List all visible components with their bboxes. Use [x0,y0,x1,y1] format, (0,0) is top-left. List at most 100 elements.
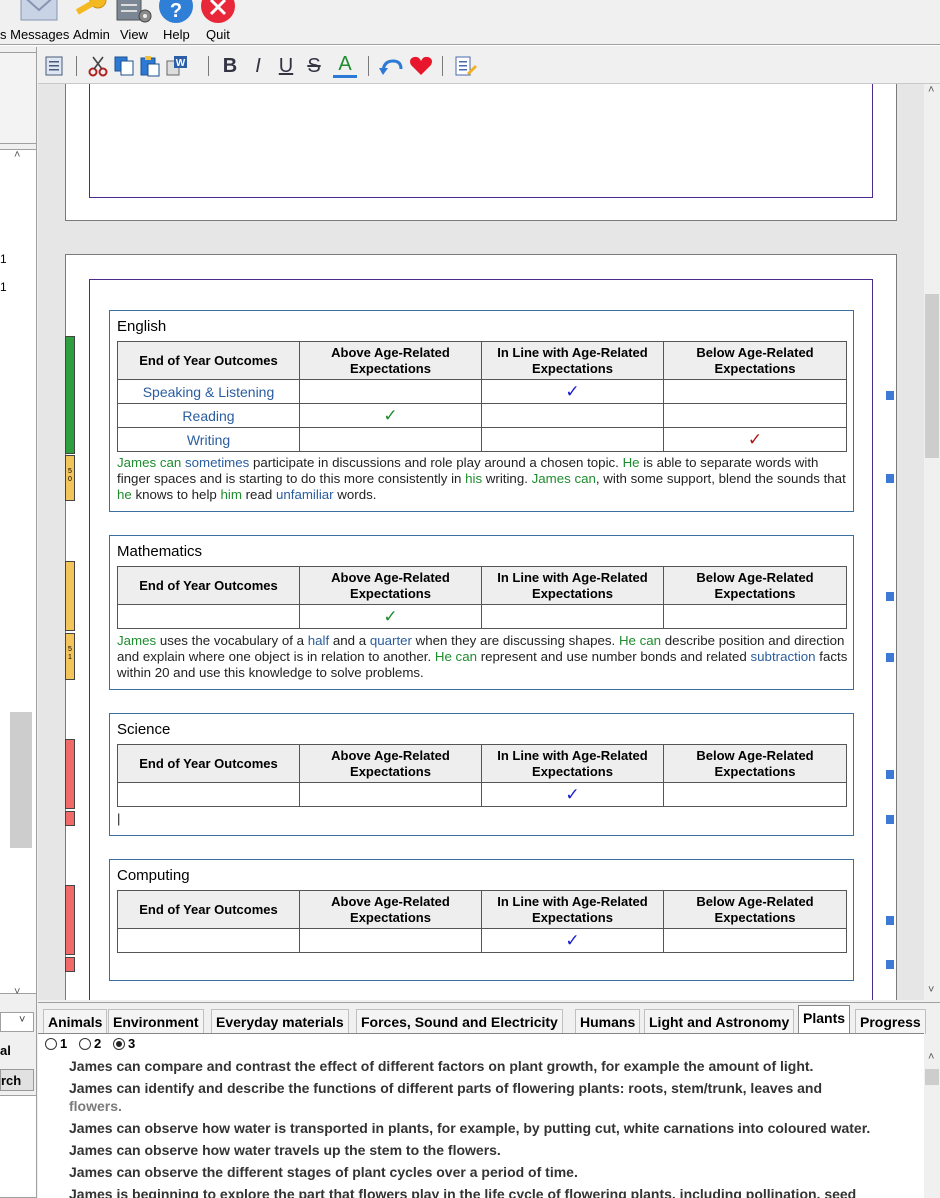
comment-segment: participate in discussions and role play… [249,455,623,470]
outcome-cell[interactable]: ✓ [481,782,664,807]
statement-text: James can observe the different stages o… [69,1164,578,1180]
outcome-cell[interactable] [663,928,847,953]
scroll-thumb[interactable] [925,1069,939,1085]
heart-icon[interactable] [408,54,434,78]
left-search-button[interactable]: rch [0,1069,34,1091]
outcome-cell[interactable]: ✓ [481,928,664,953]
cut-icon[interactable] [86,54,110,78]
outcome-cell[interactable] [481,403,664,428]
left-dropdown[interactable]: ˅ [0,1012,34,1032]
close-icon[interactable] [200,0,236,24]
outcome-cell[interactable] [299,928,482,953]
list-item[interactable]: James is beginning to explore the part t… [69,1185,919,1198]
level-radio-group: 1 2 3 [38,1033,924,1051]
document-area[interactable]: 5 0 5 1 English End of Year Outcomes Abo… [38,84,924,1000]
section-marker[interactable] [65,336,75,454]
left-scroll-thumb[interactable] [10,712,32,848]
scroll-up-icon[interactable]: ˄ [928,84,935,96]
outcome-cell[interactable] [663,379,847,404]
tab-forces-sound-electricity[interactable]: Forces, Sound and Electricity [356,1009,563,1034]
outcome-cell[interactable]: ✓ [299,604,482,629]
header-inline: In Line with Age-Related Expectations [481,566,664,605]
menu-admin[interactable]: Admin [73,27,110,42]
menu-messages[interactable]: s Messages [0,27,70,42]
tab-plants[interactable]: Plants [798,1005,851,1035]
outcome-cell[interactable] [299,427,482,452]
tab-progress[interactable]: Progress [855,1009,926,1034]
list-item[interactable]: James can observe how water is transport… [69,1119,919,1137]
comment-link-icon[interactable] [886,391,894,400]
section-marker[interactable]: 5 0 [65,455,75,501]
marker-label: 5 1 [68,646,72,661]
scroll-thumb[interactable] [925,294,939,458]
italic-icon[interactable]: I [255,54,261,77]
comment-bank-icon[interactable] [452,54,478,78]
tab-environment[interactable]: Environment [108,1009,204,1034]
word-paste-icon[interactable]: W [164,54,190,78]
tab-animals[interactable]: Animals [43,1009,108,1034]
comment-link-icon[interactable] [886,474,894,483]
statement-scrollbar[interactable]: ˄ [924,1051,940,1198]
menu-quit[interactable]: Quit [206,27,230,42]
section-marker[interactable] [65,561,75,631]
section-marker[interactable] [65,957,75,972]
menu-view[interactable]: View [120,27,148,42]
comment-link-icon[interactable] [886,653,894,662]
undo-icon[interactable] [378,54,406,78]
tab-humans[interactable]: Humans [575,1009,641,1034]
comment-link-icon[interactable] [886,815,894,824]
comment-link-icon[interactable] [886,916,894,925]
section-marker[interactable]: 5 1 [65,633,75,680]
section-marker[interactable] [65,885,75,955]
section-title: Mathematics [117,543,203,560]
outcome-cell[interactable] [481,427,664,452]
tab-everyday-materials[interactable]: Everyday materials [211,1009,349,1034]
radio-label: 1 [60,1036,68,1051]
key-icon[interactable] [72,0,108,24]
comment-link-icon[interactable] [886,592,894,601]
envelope-icon[interactable] [20,0,58,24]
copy-icon[interactable] [112,54,136,78]
outcome-cell[interactable] [663,604,847,629]
comment-text[interactable]: James can sometimes participate in discu… [117,455,849,503]
list-item[interactable]: James can compare and contrast the effec… [69,1057,919,1075]
level-radio-1[interactable]: 1 [45,1036,67,1051]
comment-link-icon[interactable] [886,960,894,969]
level-radio-3[interactable]: 3 [113,1036,135,1051]
document-scrollbar[interactable]: ˄ ˅ [924,84,940,1000]
comment-text[interactable]: James uses the vocabulary of a half and … [117,633,849,681]
left-scroll-up-icon[interactable]: ˄ [14,149,21,161]
scroll-up-icon[interactable]: ˄ [928,1051,935,1063]
outcome-cell[interactable]: ✓ [663,427,847,452]
outcome-cell[interactable] [299,379,482,404]
comment-link-icon[interactable] [886,770,894,779]
scroll-down-icon[interactable]: ˅ [928,984,935,996]
outcome-cell[interactable] [299,782,482,807]
underline-icon[interactable]: U [278,54,294,77]
settings-doc-icon[interactable] [114,0,154,24]
table-row: ✓ [117,782,847,807]
outcome-cell[interactable] [663,782,847,807]
help-icon[interactable]: ? [158,0,194,24]
bold-icon[interactable]: B [222,54,238,77]
level-radio-2[interactable]: 2 [79,1036,101,1051]
font-color-icon[interactable]: A [333,53,357,78]
left-scroll-down-icon[interactable]: ˅ [14,986,21,998]
strikethrough-icon[interactable]: S [307,54,321,77]
list-item[interactable]: James can observe how water travels up t… [69,1141,919,1159]
paste-icon[interactable] [138,54,162,78]
comment-text[interactable]: | [117,811,849,827]
outcome-cell[interactable] [663,403,847,428]
marker-label: 5 0 [68,468,72,483]
outcome-cell[interactable]: ✓ [481,379,664,404]
section-marker[interactable] [65,811,75,826]
tab-light-astronomy[interactable]: Light and Astronomy [644,1009,795,1034]
check-icon: ✓ [565,784,580,804]
list-item[interactable]: James can observe the different stages o… [69,1163,919,1181]
section-marker[interactable] [65,739,75,809]
outcome-cell[interactable] [481,604,664,629]
outcome-cell[interactable]: ✓ [299,403,482,428]
notes-icon[interactable] [41,54,67,78]
menu-help[interactable]: Help [163,27,190,42]
list-item[interactable]: James can identify and describe the func… [69,1079,919,1115]
